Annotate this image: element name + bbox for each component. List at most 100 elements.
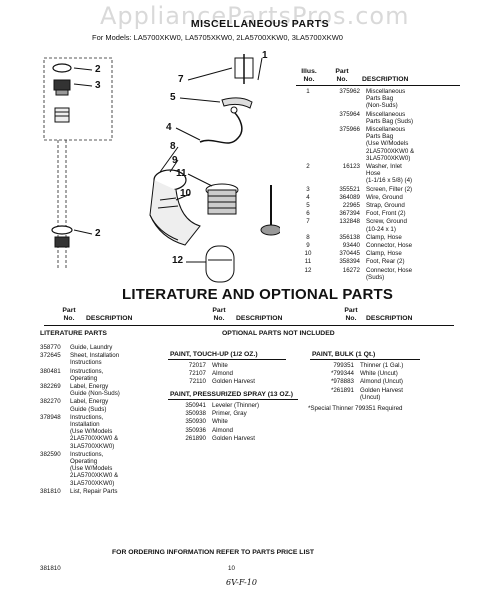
illus-number: 10 bbox=[304, 250, 312, 258]
part-number: 375966 bbox=[339, 126, 360, 134]
col-header-desc: DESCRIPTION bbox=[366, 315, 413, 322]
table-row: 11 358394 Foot, Rear (2) bbox=[296, 258, 466, 265]
part-number: 358394 bbox=[339, 258, 360, 266]
part-number: 380481 bbox=[40, 367, 61, 375]
illus-number bbox=[296, 126, 320, 162]
part-description: Primer, Gray bbox=[212, 410, 247, 418]
part-number: 350930 bbox=[185, 418, 206, 426]
illus-number: 4 bbox=[306, 193, 310, 201]
callout-number: 4 bbox=[166, 122, 172, 133]
table-row: 382590 Instructions, Operating (Use W/Mod… bbox=[40, 451, 160, 487]
part-description: Golden Harvest bbox=[212, 434, 255, 442]
part-description: Washer, Inlet Hose (1-1/16 x 5/8) (4) bbox=[366, 163, 413, 185]
section-title: LITERATURE AND OPTIONAL PARTS bbox=[122, 286, 394, 303]
suds-connector-part bbox=[205, 245, 235, 283]
part-description: Wire, Ground bbox=[366, 193, 403, 201]
table-row: 1 375962 Miscellaneous Parts Bag (Non-Suds… bbox=[296, 88, 466, 110]
part-number: 382269 bbox=[40, 383, 61, 391]
front-foot-part bbox=[260, 224, 280, 236]
part-number: 261890 bbox=[185, 434, 206, 442]
part-description: List, Repair Parts bbox=[70, 487, 118, 495]
part-number: 132848 bbox=[339, 218, 360, 226]
illus-number: 11 bbox=[304, 258, 312, 266]
callout-number: 5 bbox=[170, 92, 176, 103]
callout-number: 10 bbox=[180, 188, 192, 199]
col-header-desc: DESCRIPTION bbox=[362, 76, 409, 83]
part-description: White bbox=[212, 418, 228, 426]
part-description: Miscellaneous Parts Bag (Non-Suds) bbox=[366, 88, 406, 110]
filter-screen-part bbox=[53, 79, 71, 91]
part-number: 350936 bbox=[185, 426, 206, 434]
part-description: Screw, Ground (10-24 x 1) bbox=[366, 218, 407, 233]
page-number: 10 bbox=[228, 565, 235, 572]
table-row: 375966 Miscellaneous Parts Bag (Use W/Mod… bbox=[296, 126, 466, 162]
callout-number: 3 bbox=[95, 80, 101, 91]
parts-table: 1 375962 Miscellaneous Parts Bag (Non-Suds… bbox=[296, 88, 466, 282]
spray-header: PAINT, PRESSURIZED SPRAY (13 OZ.) bbox=[170, 391, 294, 398]
col-header-illus: Illus. No. bbox=[301, 68, 317, 83]
literature-parts-header: LITERATURE PARTS bbox=[40, 330, 107, 337]
part-description: Instructions, Operating (Use W/Models 2L… bbox=[70, 450, 119, 487]
illus-number: 5 bbox=[306, 202, 310, 210]
touchup-rule bbox=[168, 359, 286, 360]
part-description: Label, Energy Guide (Non-Suds) bbox=[70, 383, 120, 398]
table-row: 382269 Label, Energy Guide (Non-Suds) bbox=[40, 383, 160, 397]
part-description: White bbox=[212, 362, 228, 369]
callout-number: 7 bbox=[178, 74, 184, 85]
col-header-desc: DESCRIPTION bbox=[236, 315, 283, 322]
part-number: 375962 bbox=[339, 88, 360, 95]
optional-parts-header: OPTIONAL PARTS NOT INCLUDED bbox=[222, 330, 335, 337]
bulk-rule bbox=[310, 359, 420, 360]
part-description: Foot, Rear (2) bbox=[366, 258, 405, 266]
table-row: 350930 White bbox=[170, 418, 300, 425]
illus-number: 12 bbox=[304, 266, 312, 274]
hose-connector-part bbox=[149, 179, 201, 246]
callout-number: 11 bbox=[176, 168, 187, 179]
table-row: 6 367394 Foot, Front (2) bbox=[296, 210, 466, 217]
literature-header-rule bbox=[44, 325, 454, 326]
part-number: 16272 bbox=[342, 266, 360, 274]
callout-number: 2 bbox=[95, 64, 101, 75]
part-number: 355521 bbox=[339, 185, 360, 193]
part-number: 364089 bbox=[339, 193, 360, 201]
handwritten-note: 6V-F-10 bbox=[226, 578, 257, 587]
part-number: 72017 bbox=[188, 362, 206, 369]
callout-number: 9 bbox=[172, 155, 178, 166]
illus-number: 6 bbox=[306, 210, 310, 218]
bulk-header: PAINT, BULK (1 Qt.) bbox=[312, 351, 376, 358]
part-number: 367394 bbox=[339, 210, 360, 218]
part-description: Almond bbox=[212, 370, 233, 378]
part-number: 375964 bbox=[339, 110, 360, 118]
part-description: Clamp, Hose bbox=[366, 233, 402, 241]
part-number: *799344 bbox=[330, 370, 354, 378]
document-number: 381810 bbox=[40, 565, 61, 572]
part-description: Connector, Hose bbox=[366, 242, 413, 250]
callout-number: 12 bbox=[172, 255, 184, 266]
part-number: 382590 bbox=[40, 450, 61, 458]
watermark-text: AppliancePartsPros.com bbox=[100, 2, 410, 30]
part-description: Foot, Front (2) bbox=[366, 210, 406, 218]
part-description: Miscellaneous Parts Bag (Use W/Models 2L… bbox=[366, 126, 415, 162]
part-number: 358770 bbox=[40, 344, 61, 351]
illus-number bbox=[296, 111, 320, 125]
part-description: Guide, Laundry bbox=[70, 344, 113, 351]
col-header-part: Part No. bbox=[344, 307, 358, 322]
illus-number: 1 bbox=[306, 88, 310, 95]
part-description: Almond bbox=[212, 426, 233, 434]
part-number: 378948 bbox=[40, 413, 61, 421]
